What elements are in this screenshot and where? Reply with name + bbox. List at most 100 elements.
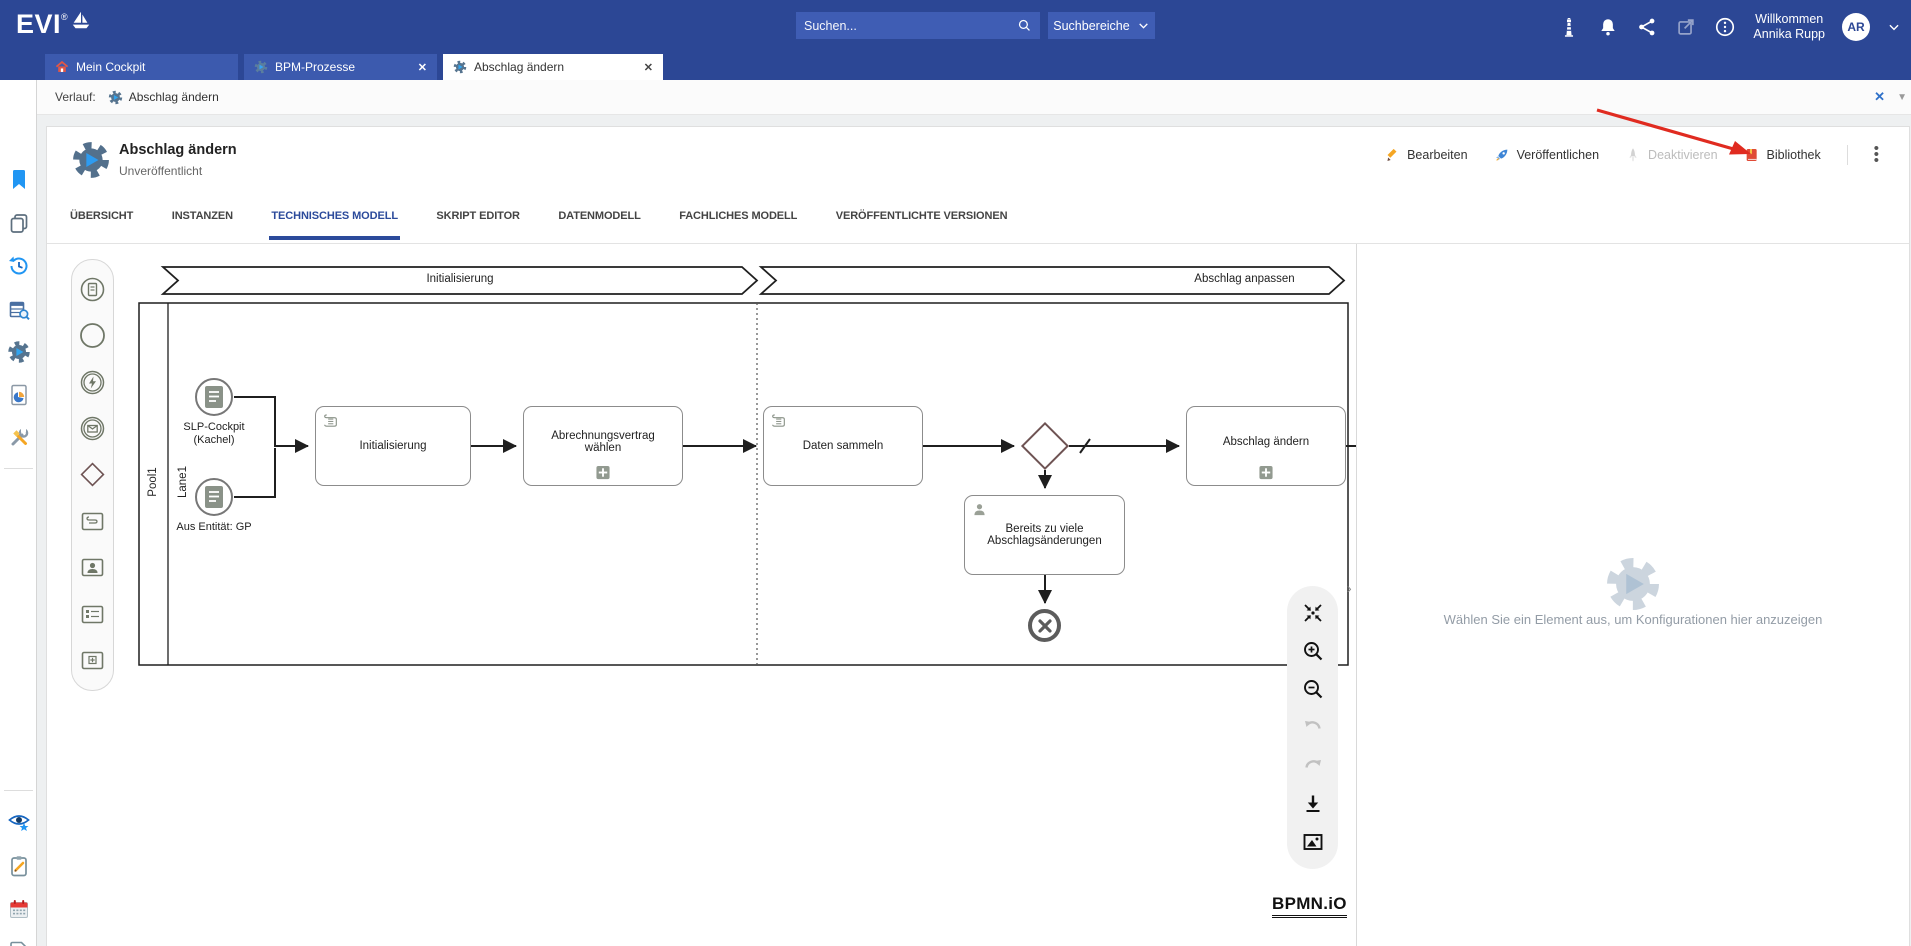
palette-user-task[interactable] [79,554,106,581]
deactivate-button[interactable]: Deaktivieren [1625,147,1718,163]
start-event-1-label: SLP-Cockpit (Kachel) [183,421,245,446]
header-actions: Bearbeiten Veröffentlichen Deakt [1384,140,1879,169]
sidebar-tasks-clipboard-icon[interactable] [7,854,31,878]
script-marker-icon [324,414,337,427]
evi-logo: EVI ® [16,9,92,40]
zoom-out-button[interactable] [1301,677,1325,701]
process-gear-icon [254,60,268,74]
task-label: Abschlag ändern [1222,436,1310,448]
tab-uebersicht[interactable]: ÜBERSICHT [70,210,134,222]
edit-label: Bearbeiten [1407,148,1468,162]
palette-gateway[interactable] [79,461,106,488]
history-item[interactable]: Abschlag ändern [128,90,219,104]
palette-subprocess[interactable] [79,647,106,674]
search-input[interactable] [796,12,1016,39]
tab-fachliches-modell[interactable]: FACHLICHES MODELL [679,210,798,222]
tab-close-icon[interactable]: ✕ [643,61,653,74]
panel-collapse-chevron[interactable]: › [1347,580,1352,596]
tab-label: Abschlag ändern [474,60,565,74]
sidebar-calendar-icon[interactable] [7,897,31,921]
page-title: Abschlag ändern [119,142,237,158]
publish-button[interactable]: Veröffentlichen [1494,147,1599,163]
milestone-1-label[interactable]: Initialisierung [426,273,494,285]
library-button[interactable]: Bibliothek [1744,147,1821,163]
sidebar-tools-icon[interactable] [7,425,31,449]
info-menu-icon[interactable] [1714,16,1736,38]
avatar[interactable]: AR [1842,13,1870,41]
edit-button[interactable]: Bearbeiten [1384,147,1468,163]
redo-button[interactable] [1301,754,1325,778]
start-event-2-label: Aus Entität: GP [176,521,252,533]
publish-label: Veröffentlichen [1516,148,1600,162]
tab-technisches-modell[interactable]: TECHNISCHES MODELL [269,191,400,243]
bpmn-canvas[interactable]: Initialisierung Abschlag anpassen Pool1 … [47,244,1356,946]
user-marker-icon [974,504,985,516]
rocket-icon [1495,149,1507,161]
sailboat-icon [72,11,89,29]
lighthouse-icon[interactable] [1558,16,1580,38]
fit-viewport-button[interactable] [1301,601,1325,625]
sidebar-table-search-icon[interactable] [7,298,31,322]
zoom-in-button[interactable] [1301,639,1325,663]
task-abschlag-aendern[interactable]: Abschlag ändern [1186,406,1346,486]
process-gear-icon [453,60,467,74]
task-daten-sammeln[interactable]: Daten sammeln [763,406,923,486]
welcome-text: Willkommen Annika Rupp [1753,12,1825,42]
sidebar-bookmark-icon[interactable] [7,168,31,192]
history-bar: Verlauf: Abschlag ändern ✕ ▼ [37,80,1911,115]
tab-datenmodell[interactable]: DATENMODELL [558,210,641,222]
tab-veroeffentlichte-versionen[interactable]: VERÖFFENTLICHTE VERSIONEN [835,210,1008,222]
palette-lightning-event[interactable] [79,369,106,396]
start-event-aus-entitaet[interactable] [195,478,233,516]
subprocess-marker-icon [596,465,610,480]
palette-start-event[interactable] [79,322,106,349]
task-initialisierung[interactable]: Initialisierung [315,406,471,486]
tab-bpm-prozesse[interactable]: BPM-Prozesse ✕ [244,54,437,80]
palette-script-task[interactable] [79,508,106,535]
history-close-icon[interactable]: ✕ [1874,89,1885,104]
palette-start-form-event[interactable] [79,276,106,303]
share-icon[interactable] [1636,16,1658,38]
history-caret-icon[interactable]: ▼ [1897,91,1907,103]
task-zu-viele-abschlagsaenderungen[interactable]: Bereits zu viele Abschlagsänderungen [964,495,1125,575]
pencil-icon [1387,148,1397,161]
pool-label[interactable]: Pool1 [147,467,159,497]
tab-mein-cockpit[interactable]: Mein Cockpit [45,54,238,80]
actions-divider [1846,145,1848,165]
milestone-2-label[interactable]: Abschlag anpassen [1194,273,1295,285]
sidebar-windows-icon[interactable] [7,211,31,235]
top-bar: EVI ® Suchbereiche [0,0,1911,54]
sidebar-report-icon[interactable] [7,383,31,407]
sidebar-history-icon[interactable] [7,254,31,278]
sidebar-document-gear-icon[interactable] [7,940,31,946]
start-event-slp-cockpit[interactable] [195,378,233,416]
notifications-bell-icon[interactable] [1597,16,1619,38]
bpmn-io-watermark[interactable]: BPMN.iO [1272,894,1347,918]
open-external-icon[interactable] [1675,16,1697,38]
pool-shape [138,302,1349,666]
export-image-button[interactable] [1301,830,1325,854]
lane-label[interactable]: Lane1 [177,466,189,498]
task-label: Daten sammeln [802,440,884,452]
task-abrechnungsvertrag[interactable]: Abrechnungsvertrag wählen [523,406,683,486]
search-icon[interactable] [1016,17,1033,34]
sidebar-bpm-gear-icon[interactable] [7,340,31,364]
end-event[interactable] [1028,609,1061,642]
palette-form-task[interactable] [79,601,106,628]
tab-close-icon[interactable]: ✕ [417,61,427,74]
search-scope-button[interactable]: Suchbereiche [1048,12,1155,39]
welcome-line2: Annika Rupp [1753,27,1825,41]
deactivate-label: Deaktivieren [1648,148,1718,162]
download-button[interactable] [1301,792,1325,816]
script-marker-icon [772,414,785,427]
sidebar-watch-eye-icon[interactable] [7,810,31,834]
undo-button[interactable] [1301,715,1325,739]
user-menu-chevron-icon[interactable] [1887,20,1901,34]
more-menu-icon[interactable]: ••• [1873,140,1879,169]
tab-abschlag-aendern[interactable]: Abschlag ändern ✕ [443,54,663,80]
tab-instanzen[interactable]: INSTANZEN [171,210,233,222]
tab-skript-editor[interactable]: SKRIPT EDITOR [436,210,520,222]
tab-label: BPM-Prozesse [275,60,356,74]
window-tab-bar: Mein Cockpit BPM-Prozesse ✕ Abschlag änd… [0,54,1911,80]
palette-message-event[interactable] [79,415,106,442]
